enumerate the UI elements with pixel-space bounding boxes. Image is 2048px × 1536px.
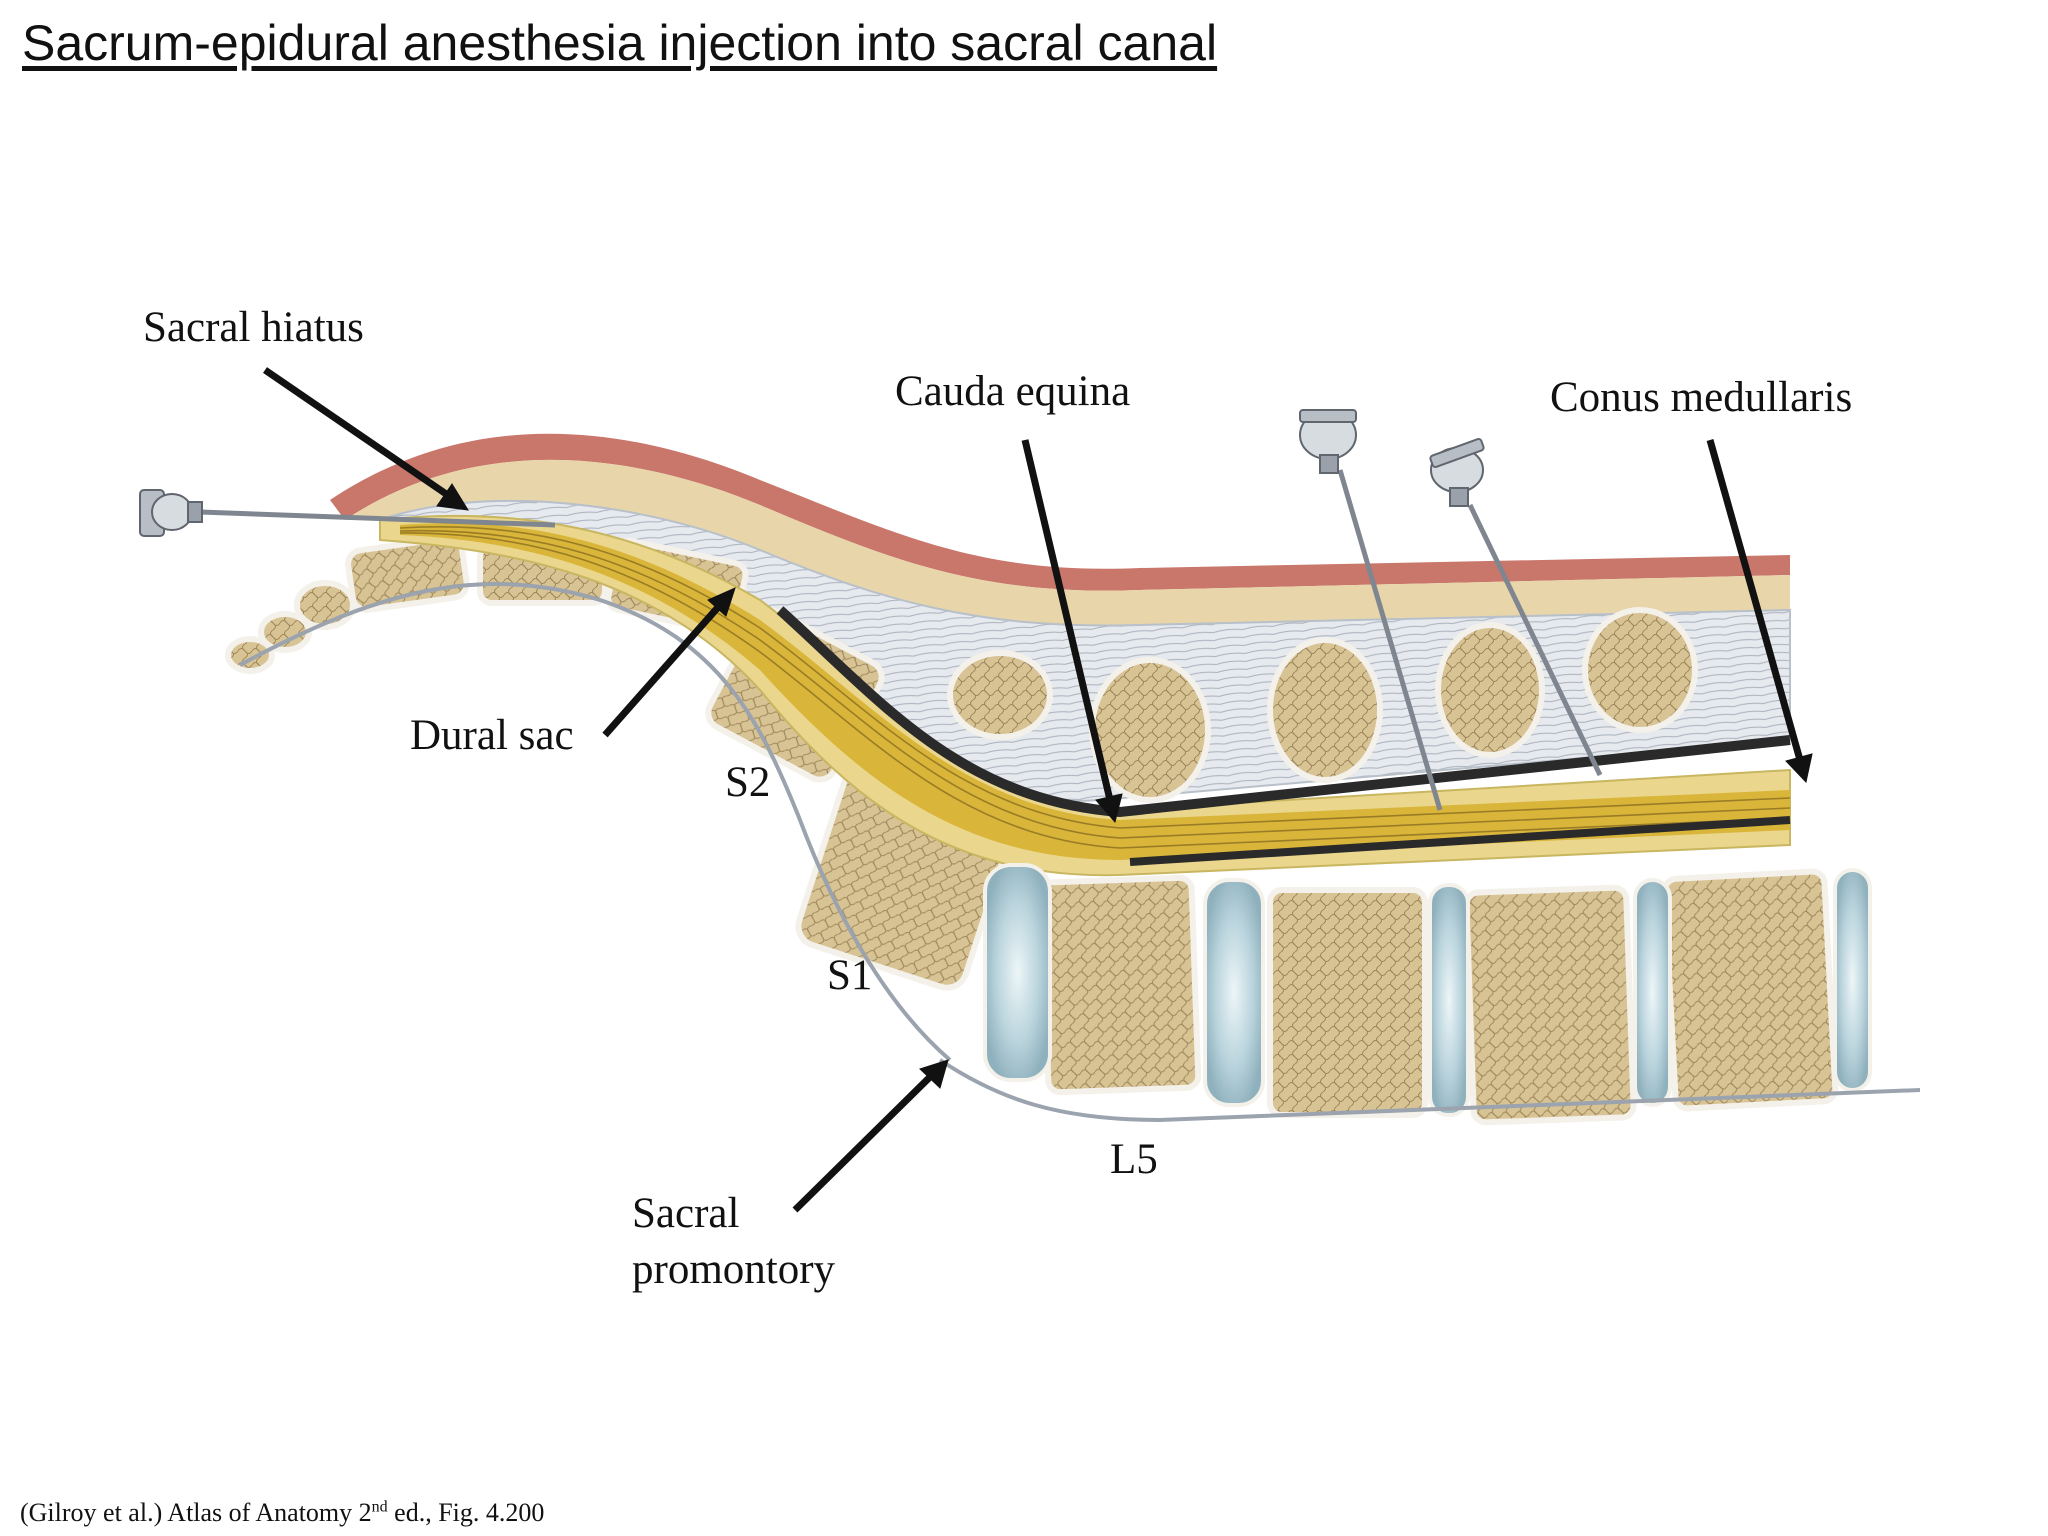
citation-prefix: (Gilroy et al.) Atlas of Anatomy 2	[20, 1498, 372, 1527]
label-s1: S1	[827, 952, 873, 999]
arrow-conus-medullaris	[1706, 439, 1813, 784]
nerve-roots	[399, 525, 1791, 849]
label-dural-sac: Dural sac	[410, 712, 574, 759]
lumbar-needle-2	[1429, 437, 1603, 777]
arrow-dural-sac	[602, 587, 736, 738]
label-sacral-promontory-line1: Sacral	[632, 1190, 740, 1237]
label-sacral-promontory-line2: promontory	[632, 1245, 836, 1293]
anterior-longitudinal-line	[938, 1058, 1921, 1123]
arrow-sacral-hiatus	[263, 367, 469, 511]
dura-posterior	[776, 606, 1791, 818]
citation-superscript: nd	[371, 1498, 388, 1516]
pointer-arrows	[263, 367, 1813, 1213]
label-cauda-equina: Cauda equina	[895, 368, 1131, 415]
vertebral-bodies	[1038, 868, 1839, 1126]
label-s2: S2	[725, 759, 771, 806]
label-l5: L5	[1110, 1136, 1158, 1183]
sacrum-anterior-outline	[239, 582, 952, 1062]
fat-layer	[345, 459, 1790, 626]
label-sacral-hiatus: Sacral hiatus	[143, 304, 364, 351]
page-title: Sacrum-epidural anesthesia injection int…	[22, 15, 1218, 71]
arrow-sacral-promontory	[792, 1059, 949, 1213]
figure-citation: (Gilroy et al.) Atlas of Anatomy 2nd ed.…	[20, 1498, 544, 1528]
skin-layer	[330, 433, 1790, 591]
intervertebral-discs	[983, 863, 1872, 1117]
lumbar-needle-1	[1299, 409, 1443, 811]
caudal-needle	[139, 489, 556, 537]
dura-anterior	[1129, 816, 1791, 866]
label-conus-medullaris: Conus medullaris	[1550, 374, 1853, 421]
citation-suffix: ed., Fig. 4.200	[387, 1498, 545, 1527]
label-sacral-promontory: Sacral promontory	[632, 1186, 835, 1298]
spinous-processes	[947, 607, 1698, 803]
arrow-cauda-equina	[1021, 439, 1123, 824]
